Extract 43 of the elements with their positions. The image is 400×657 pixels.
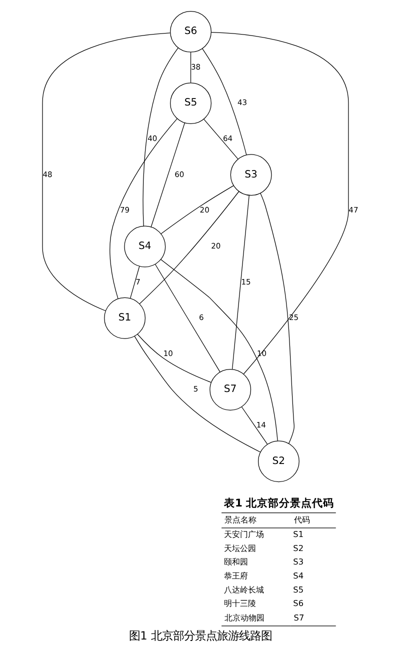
connector — [160, 185, 234, 234]
label: 天安门广场 — [224, 528, 264, 539]
label: 颐和园 — [224, 556, 248, 567]
connector — [240, 406, 268, 444]
connector — [136, 334, 211, 383]
node-circle: S1 — [104, 297, 146, 339]
node-circle: S3 — [230, 154, 272, 196]
connector — [109, 118, 177, 300]
label: S3 — [292, 556, 304, 567]
label: 恭王府 — [224, 570, 248, 580]
connector — [129, 266, 140, 299]
label: 北京动物园 — [224, 612, 264, 623]
connector — [154, 264, 220, 372]
label: S2 — [292, 542, 304, 553]
label: S6 — [292, 598, 304, 608]
node-circle: S2 — [257, 440, 299, 482]
label: S1 — [292, 528, 304, 539]
connector — [190, 52, 191, 83]
node-circle: S5 — [170, 82, 211, 124]
node-circle: S4 — [124, 226, 166, 268]
connector — [231, 194, 249, 370]
node-circle: S6 — [170, 10, 211, 52]
label: 天坛公园 — [224, 542, 256, 553]
connector — [150, 122, 185, 228]
connector — [134, 336, 260, 452]
connector — [42, 32, 170, 312]
caption: 图1 北京部分景点旅游线路图 — [128, 630, 272, 643]
connector — [203, 118, 238, 160]
label: S4 — [292, 570, 304, 580]
label: 八达岭长城 — [224, 584, 264, 594]
label: 代码 — [293, 514, 310, 525]
connector — [138, 191, 239, 304]
connector — [260, 192, 294, 444]
label: S5 — [292, 584, 304, 594]
label: 表1 北京部分景点代码 — [224, 496, 334, 510]
connector — [142, 48, 178, 226]
node-circle: S7 — [209, 369, 251, 410]
label: 景点名称 — [224, 514, 256, 525]
connector — [202, 48, 246, 156]
label: S7 — [293, 612, 304, 623]
label: 明十三陵 — [224, 598, 256, 608]
connector — [210, 32, 348, 374]
connector — [160, 259, 278, 442]
